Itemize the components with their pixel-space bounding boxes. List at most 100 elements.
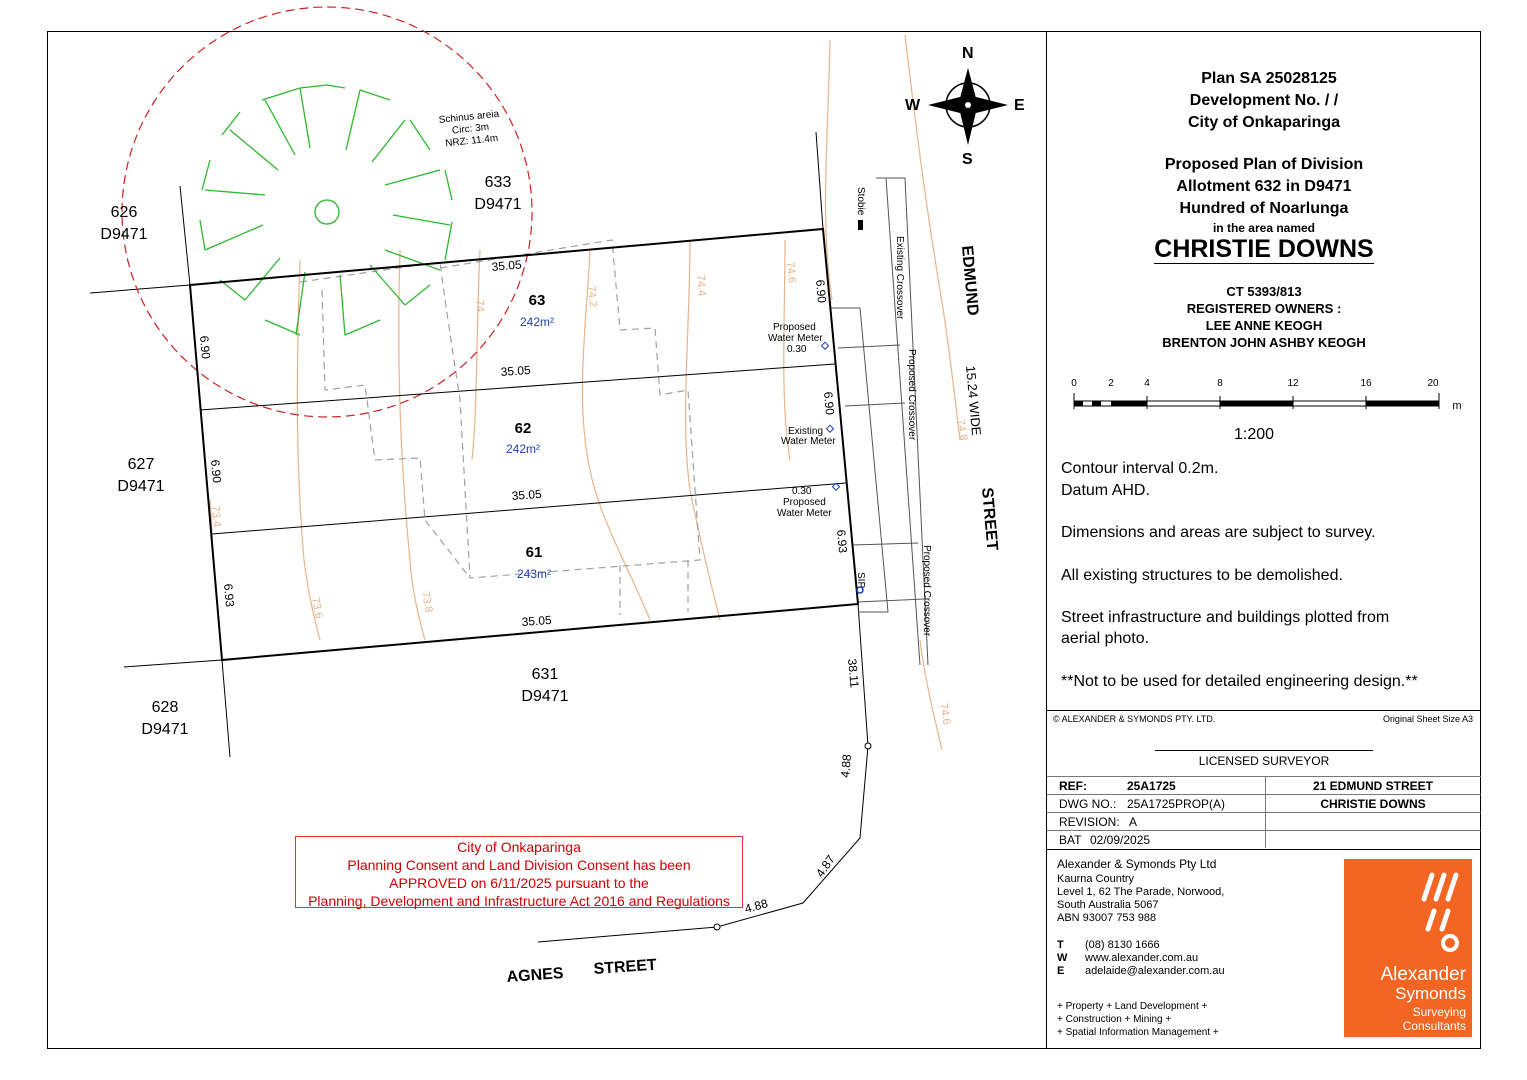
web-label: W: [1057, 952, 1068, 964]
dim-chord-2: 4.87: [813, 852, 838, 879]
ref-value: 25A1725: [1127, 779, 1176, 793]
approval-line-3: APPROVED on 6/11/2025 pursuant to the: [389, 875, 649, 891]
street-street: STREET: [978, 487, 1000, 552]
survey-mark: [713, 923, 721, 931]
scale-segment: [1074, 401, 1083, 406]
job-address: 21 EDMUND STREET: [1312, 779, 1434, 793]
tree-trunk: [314, 199, 340, 225]
licensed-surveyor: LICENSED SURVEYOR: [1198, 754, 1330, 768]
contour-labels: 74 74.2 74.4 74.6 73.6 73.8 73.4 74.6 74…: [209, 261, 970, 725]
logo-mark-icon: [1421, 872, 1459, 952]
bat-row: BAT 02/09/2025: [1047, 830, 1481, 850]
phone-label: T: [1057, 939, 1064, 951]
plan-number: Plan SA 25028125: [1201, 70, 1337, 87]
note-demolish: All existing structures to be demolished…: [1061, 567, 1343, 584]
lot-626: 626: [111, 204, 138, 221]
scale-ratio: 1:200: [1234, 426, 1275, 443]
title-block: Plan SA 25028125 Development No. / / Cit…: [1046, 31, 1481, 1049]
dwg-label: DWG NO.:: [1059, 797, 1117, 811]
crossover-line: [837, 344, 901, 349]
existing-water-meter-a: Existing: [788, 426, 823, 437]
dim-right-62: 6.90: [821, 391, 837, 416]
services-2: + Construction + Mining +: [1057, 1014, 1172, 1025]
scale-segment: [1292, 400, 1367, 407]
sip-label: SIP: [855, 572, 866, 588]
agnes-street-boundary: [537, 745, 869, 943]
lot-61-area: 243m²: [517, 567, 551, 581]
approval-line-4: Planning, Development and Infrastructure…: [308, 893, 730, 909]
dwg-row: DWG NO.: 25A1725PROP(A) CHRISTIE DOWNS: [1047, 794, 1481, 813]
area-named-label: in the area named: [1212, 221, 1316, 235]
contour-label: 74.6: [937, 702, 953, 725]
logo-alexander: Alexander: [1380, 964, 1466, 985]
proposed-crossover-label-2: Proposed Crossover: [921, 545, 932, 637]
tree-canopy: [199, 84, 453, 336]
contour-label: 74.8: [954, 418, 970, 441]
scale-tick-2: 2: [1108, 378, 1114, 389]
lot-boundary-63-62: [199, 363, 836, 411]
company-abn: ABN 93007 753 988: [1057, 912, 1157, 924]
revision-value: A: [1129, 815, 1138, 829]
neighbour-boundaries: [89, 131, 869, 943]
note-aerial-1: Street infrastructure and buildings plot…: [1061, 609, 1390, 626]
existing-water-meter-b: Water Meter: [781, 436, 836, 447]
compass-centre: [965, 102, 971, 108]
proposal-title: Proposed Plan of Division: [1164, 156, 1364, 173]
existing-building-outline: [299, 239, 701, 579]
approval-line-1: City of Onkaparinga: [457, 839, 581, 855]
owners-label: REGISTERED OWNERS :: [1186, 301, 1342, 316]
proposed-water-meter-2a: Proposed: [783, 497, 826, 508]
contour-line: [296, 259, 321, 641]
services-1: + Property + Land Development +: [1057, 1001, 1208, 1012]
contour-line: [783, 239, 791, 461]
lot-63-number: 63: [529, 292, 546, 309]
lot-boundary-62-61: [211, 482, 847, 535]
bat-label: BAT: [1059, 833, 1082, 847]
dimension-labels: 35.05 35.05 35.05 35.05 6.90 6.90 6.93 6…: [197, 257, 862, 916]
proposed-water-meter-1a: Proposed: [773, 322, 816, 333]
owner-2: BRENTON JOHN ASHBY KEOGH: [1162, 335, 1366, 350]
development-number: Development No. / /: [1189, 92, 1339, 109]
proposed-crossover-label-1: Proposed Crossover: [906, 349, 917, 441]
contour-line: [904, 34, 961, 441]
logo-surveying: Surveying: [1412, 1005, 1466, 1019]
boundary-line: [89, 284, 191, 294]
scale-tick-8: 8: [1217, 378, 1223, 389]
scale-tick-20: 20: [1427, 378, 1439, 389]
existing-crossover-label: Existing Crossover: [894, 236, 905, 320]
dim-right-61: 6.93: [834, 529, 850, 554]
plan-627: D9471: [117, 478, 164, 495]
contour-label: 73.4: [209, 505, 223, 527]
company-country: Kaurna Country: [1057, 873, 1135, 885]
lot-63-area: 242m²: [520, 315, 554, 329]
boundary-line: [221, 659, 231, 758]
lot-627: 627: [128, 456, 155, 473]
company-address-2: South Australia 5067: [1057, 899, 1159, 911]
proposed-water-meter-2b: Water Meter: [777, 508, 832, 519]
services-3: + Spatial Information Management +: [1057, 1027, 1219, 1038]
street-width: 15.24 WIDE: [963, 365, 984, 436]
scale-tick-0: 0: [1071, 378, 1077, 389]
compass-north-point: [960, 68, 976, 105]
kerb-line: [885, 177, 929, 666]
street-agnes: AGNES: [506, 965, 564, 986]
web-value: www.alexander.com.au: [1085, 952, 1199, 964]
note-not-engineering: **Not to be used for detailed engineerin…: [1061, 673, 1418, 690]
tree-label: Schinus areia Circ: 3m NRZ: 11.4m: [438, 109, 500, 150]
scale-segment: [1111, 401, 1147, 406]
contour-label: 73.6: [309, 596, 325, 619]
compass-south-point: [960, 105, 976, 145]
dim-left-62: 6.90: [208, 459, 224, 484]
logo-symonds: Symonds: [1395, 984, 1466, 1003]
neighbour-labels: 626 D9471 633 D9471 627 D9471 628 D9471 …: [100, 174, 568, 738]
dim-mid1: 35.05: [500, 363, 531, 379]
contour-line: [471, 249, 481, 461]
north-arrow: [928, 68, 1008, 145]
contour-line: [684, 239, 721, 621]
scale-tick-12: 12: [1287, 378, 1299, 389]
lot-labels: 63 242m² 62 242m² 61 243m²: [506, 292, 554, 581]
street-edmund: EDMUND: [958, 245, 981, 316]
scale-segment: [1366, 401, 1439, 406]
boundary-line: [123, 659, 223, 668]
email-label: E: [1057, 965, 1065, 977]
